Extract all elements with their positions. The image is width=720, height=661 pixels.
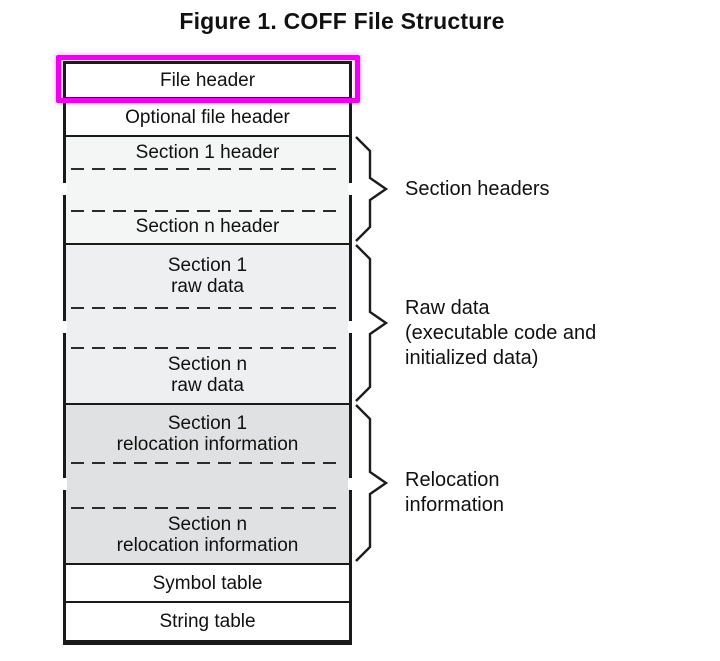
annotation-line: Section headers xyxy=(405,178,550,200)
box-symbol-table: Symbol table xyxy=(66,563,349,601)
box-section-1-relocation: Section 1 relocation information xyxy=(66,403,349,462)
dashed-divider xyxy=(71,210,344,212)
relocation-ellipsis xyxy=(66,462,349,507)
box-section-1-header-label: Section 1 header xyxy=(135,142,280,163)
figure-title: Figure 1. COFF File Structure xyxy=(179,8,505,34)
annotation-relocation: Relocation information xyxy=(405,468,504,518)
annotation-line: initialized data) xyxy=(405,347,539,369)
box-string-table: String table xyxy=(66,601,349,640)
brace-section-headers xyxy=(355,136,389,242)
border-notch xyxy=(348,321,353,333)
box-label-line: Section 1 xyxy=(167,255,248,276)
border-notch xyxy=(348,183,353,195)
box-label-line: relocation information xyxy=(116,433,299,455)
box-optional-file-header: Optional file header xyxy=(66,99,349,135)
box-section-n-relocation: Section n relocation information xyxy=(66,507,349,563)
box-label-line: Section n xyxy=(167,354,248,375)
box-label-line: raw data xyxy=(171,276,244,297)
annotation-raw-data: Raw data (executable code and initialize… xyxy=(405,296,596,371)
dashed-divider xyxy=(71,347,344,349)
box-section-1-raw-data: Section 1 raw data xyxy=(66,243,349,307)
section-headers-ellipsis xyxy=(66,168,349,210)
annotation-line: information xyxy=(405,494,504,516)
brace-relocation xyxy=(355,404,389,562)
box-label-line: Section 1 xyxy=(167,412,248,434)
annotation-line: Raw data xyxy=(405,297,490,319)
dashed-divider xyxy=(71,462,344,464)
annotation-line: Relocation xyxy=(405,469,500,491)
box-section-n-header: Section n header xyxy=(66,210,349,243)
brace-group xyxy=(355,136,389,562)
box-label-line: Section n xyxy=(167,514,248,535)
box-file-header-label: File header xyxy=(159,70,256,91)
border-notch xyxy=(62,478,67,490)
box-string-table-label: String table xyxy=(159,611,256,632)
raw-data-ellipsis xyxy=(66,307,349,347)
box-section-n-header-label: Section n header xyxy=(135,216,280,237)
box-symbol-table-label: Symbol table xyxy=(152,572,263,594)
dashed-divider xyxy=(71,168,344,170)
dashed-divider xyxy=(71,307,344,309)
box-label-line: raw data xyxy=(171,375,244,396)
annotation-line: (executable code and xyxy=(405,322,597,344)
brace-raw-data xyxy=(355,244,389,402)
border-notch xyxy=(348,478,353,490)
coff-file-structure-diagram: File header Optional file header Section… xyxy=(63,61,352,645)
border-notch xyxy=(62,321,67,333)
annotation-section-headers: Section headers xyxy=(405,177,550,202)
box-label-line: relocation information xyxy=(116,535,299,556)
dashed-divider xyxy=(71,507,344,509)
box-optional-file-header-label: Optional file header xyxy=(125,106,290,128)
box-file-header: File header xyxy=(66,64,349,99)
box-section-n-raw-data: Section n raw data xyxy=(66,347,349,403)
box-section-1-header: Section 1 header xyxy=(66,135,349,168)
border-notch xyxy=(62,183,67,195)
